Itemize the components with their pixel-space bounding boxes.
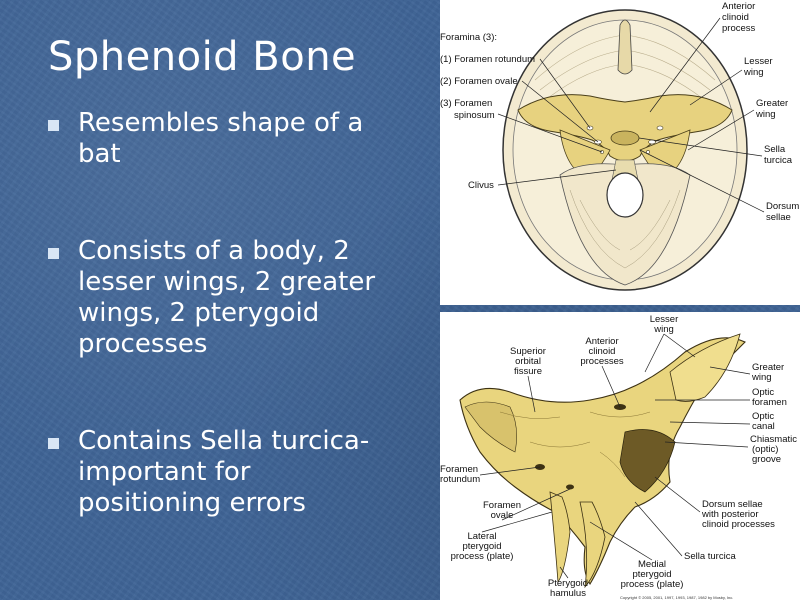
copyright-text: Copyright © 2005, 2001, 1997, 1993, 1987…: [620, 595, 733, 600]
greater-wing-shape: [669, 333, 741, 402]
label-medial-pterygoid-2: pterygoid: [632, 569, 671, 580]
label-lesser-wing-2: wing: [653, 324, 674, 335]
label-superior-orbital-1: Superior: [510, 346, 546, 357]
leader-lines: [479, 333, 751, 579]
left-wing-detail: [464, 401, 517, 453]
sphenoid-bone-illustration: Lesser wing Superior orbital fissure Ant…: [440, 314, 797, 600]
label-foramen-spinosum-2: spinosum: [454, 110, 495, 121]
sphenoid-body-shape: [459, 337, 746, 586]
label-medial-pterygoid-3: process (plate): [621, 579, 684, 590]
label-pterygoid-hamulus-2: hamulus: [550, 588, 586, 599]
bullet-marker-icon: [48, 248, 59, 259]
label-chiasmatic-2: (optic): [752, 444, 778, 455]
bullet-marker-icon: [48, 438, 59, 449]
bullet-item: Contains Sella turcica- important for po…: [48, 426, 388, 519]
label-foramen-ovale-1: Foramen: [483, 500, 521, 511]
label-clivus: Clivus: [468, 180, 494, 191]
bullet-text: Contains Sella turcica- important for po…: [78, 426, 370, 518]
label-lateral-pterygoid-1: Lateral: [467, 531, 496, 542]
label-optic-foramen-1: Optic: [752, 387, 774, 398]
bullet-list: Resembles shape of a bat Consists of a b…: [48, 108, 388, 519]
label-sella-turcica-1: Sella: [764, 144, 786, 155]
foramen-magnum: [606, 172, 644, 218]
label-dorsum-sellae-2: sellae: [766, 212, 791, 223]
label-greater-wing-2: wing: [751, 372, 772, 383]
label-anterior-clinoid-2: clinoid: [722, 12, 749, 23]
bullet-marker-icon: [48, 120, 59, 131]
label-greater-wing-1: Greater: [752, 362, 784, 373]
skull-base-illustration: Foramina (3): (1) Foramen rotundum (2) F…: [440, 1, 799, 291]
body-shadow: [619, 429, 676, 493]
label-chiasmatic-3: groove: [752, 454, 781, 465]
label-greater-wing-2: wing: [755, 109, 776, 120]
label-optic-canal-2: canal: [752, 421, 775, 432]
leader-lines-left: [497, 58, 617, 186]
skull-base-figure: Foramina (3): (1) Foramen rotundum (2) F…: [440, 0, 800, 305]
label-lesser-wing-1: Lesser: [744, 56, 773, 67]
sella-turcica-shape: [610, 130, 640, 146]
label-superior-orbital-2: orbital: [515, 356, 541, 367]
label-dorsum-sellae-1: Dorsum: [766, 201, 799, 212]
bullet-text: Resembles shape of a bat: [78, 108, 364, 169]
label-dorsum-sellae-3: clinoid processes: [702, 519, 775, 530]
label-chiasmatic-1: Chiasmatic: [750, 434, 797, 445]
label-lateral-pterygoid-2: pterygoid: [462, 541, 501, 552]
label-dorsum-sellae-2: with posterior: [701, 509, 759, 520]
label-foramen-ovale: (2) Foramen ovale: [440, 76, 518, 87]
label-lesser-wing-2: wing: [743, 67, 764, 78]
bullet-item: Consists of a body, 2 lesser wings, 2 gr…: [48, 236, 388, 360]
label-sella-turcica-2: turcica: [764, 155, 793, 166]
label-foramen-spinosum-1: (3) Foramen: [440, 98, 492, 109]
label-optic-foramen-2: foramen: [752, 397, 787, 408]
label-dorsum-sellae-1: Dorsum sellae: [702, 499, 763, 510]
leader-lines-right: [638, 17, 765, 213]
label-anterior-clinoid-3: process: [722, 23, 756, 34]
posterior-fossa-texture: [569, 189, 681, 269]
label-greater-wing-1: Greater: [756, 98, 788, 109]
crista-galli: [617, 19, 633, 75]
label-foramen-rotundum-1: Foramen: [440, 464, 478, 475]
label-superior-orbital-3: fissure: [514, 366, 542, 377]
label-foramina-heading: Foramina (3):: [440, 32, 497, 43]
posterior-fossa: [559, 163, 691, 286]
label-lesser-wing-1: Lesser: [650, 314, 679, 325]
label-foramen-ovale-2: ovale: [491, 510, 514, 521]
sphenoid-bone-figure: Lesser wing Superior orbital fissure Ant…: [440, 312, 800, 600]
label-foramen-rotundum-2: rotundum: [440, 474, 480, 485]
label-anterior-clinoid-1: Anterior: [585, 336, 618, 347]
label-anterior-clinoid-1: Anterior: [722, 1, 755, 12]
label-medial-pterygoid-1: Medial: [638, 559, 666, 570]
bullet-item: Resembles shape of a bat: [48, 108, 388, 170]
label-pterygoid-hamulus-1: Pterygoid: [548, 578, 588, 589]
label-anterior-clinoid-2: clinoid: [589, 346, 616, 357]
label-optic-canal-1: Optic: [752, 411, 774, 422]
slide-title: Sphenoid Bone: [48, 34, 357, 80]
lateral-pterygoid-shape: [549, 491, 571, 584]
medial-pterygoid-shape: [579, 501, 606, 589]
label-sella-turcica: Sella turcica: [684, 551, 736, 562]
bullet-text: Consists of a body, 2 lesser wings, 2 gr…: [78, 236, 376, 359]
bone-texture: [499, 411, 651, 478]
label-foramen-rotundum: (1) Foramen rotundum: [440, 54, 535, 65]
label-lateral-pterygoid-3: process (plate): [451, 551, 514, 562]
label-anterior-clinoid-3: processes: [580, 356, 624, 367]
